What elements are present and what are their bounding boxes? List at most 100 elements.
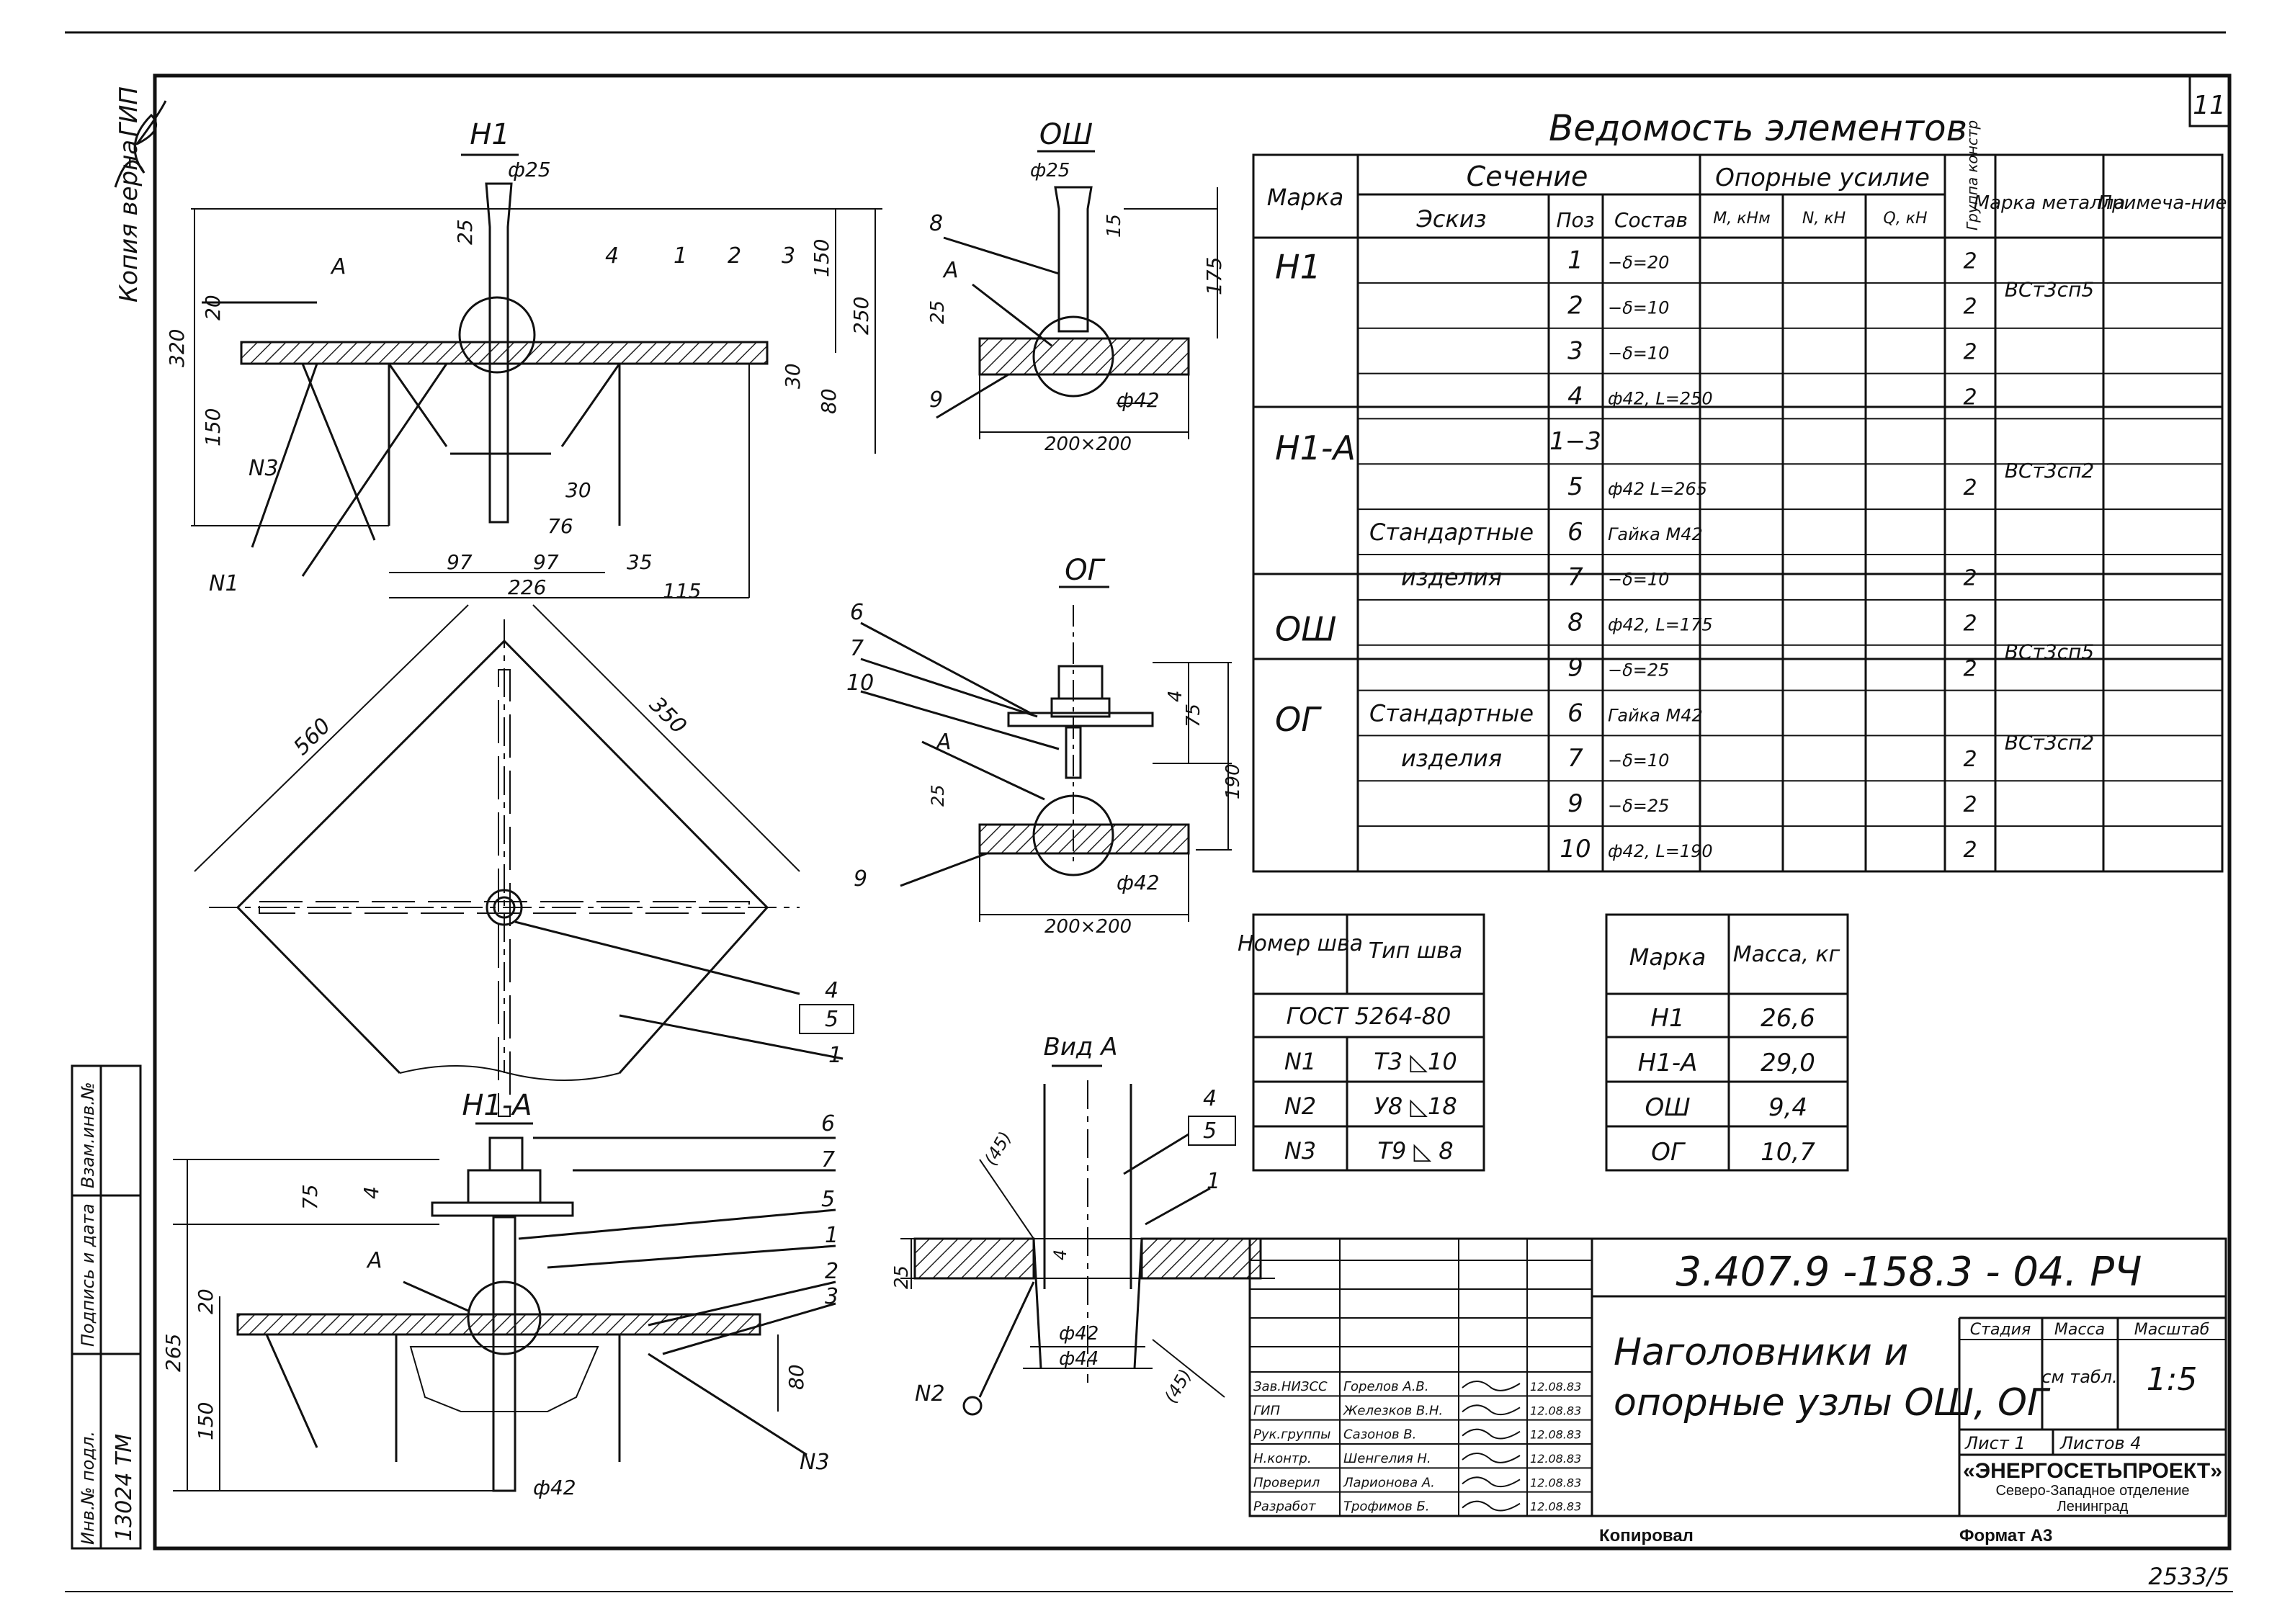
mass-marka: Н1 [1650,1004,1684,1033]
mass-value: 9,4 [1768,1093,1807,1122]
osh-dim-d42: ф42 [1117,388,1160,412]
cell-gruppa: 2 [1963,249,1977,274]
cell-poz: 7 [1567,744,1583,773]
tb-massa: Масса [2054,1321,2105,1339]
signer-date: 12.08.83 [1530,1380,1581,1394]
osh-title: ОШ [1039,118,1093,151]
cell-gruppa: 2 [1963,747,1977,772]
mass-marka: ОГ [1651,1138,1686,1167]
cell-marka-metalla: ВСт3сп2 [2005,730,2094,754]
mass-value: 29,0 [1761,1049,1815,1077]
th-eskiz: Эскиз [1415,205,1486,233]
osh-dim-25: 25 [927,300,949,324]
h1-dim-150-left: 150 [201,408,225,447]
h1a-label-a: А [366,1248,383,1273]
mass-marka: Н1-А [1638,1049,1698,1077]
title-block-rowlines [1250,1260,1592,1493]
cell-gruppa: 2 [1963,656,1977,681]
view-h1 [191,153,882,598]
signer-name: Трофимов Б. [1343,1499,1430,1515]
h1a-dim-4: 4 [359,1186,383,1199]
vid-a-label-4: 4 [1203,1086,1217,1111]
h1-dim-d25: ф25 [508,158,551,181]
plan-label-4: 4 [825,978,838,1003]
plan-label-5: 5 [825,1007,838,1032]
og-dim-25: 25 [928,784,948,807]
tb-scale: 1:5 [2147,1361,2198,1398]
h1-dim-76: 76 [547,514,573,538]
view-vid-a [900,1064,1275,1416]
signer-date: 12.08.83 [1530,1500,1581,1514]
gip-label: ГИП [115,86,143,137]
mass-th-marka: Марка [1629,943,1706,971]
cell-poz: 9 [1567,789,1583,818]
signer-name: Горелов А.В. [1343,1379,1429,1394]
og-dim-200: 200×200 [1044,916,1132,938]
cell-poz: 9 [1567,653,1583,682]
h1-dim-25: 25 [453,219,477,245]
cell-sostav: Гайка М42 [1608,705,1703,725]
og-dim-190: 190 [1222,763,1244,799]
title-line1: Наголовники и [1614,1331,1908,1374]
signer-name: Ларионова А. [1343,1475,1435,1490]
cell-poz: 3 [1567,336,1583,365]
th-poz: Поз [1556,208,1594,232]
cell-sostav: −δ=10 [1608,343,1669,363]
tb-masshtab: Масштаб [2134,1321,2210,1339]
signer-date: 12.08.83 [1530,1404,1581,1417]
vid-a-dim-45b: (45) [1160,1365,1196,1407]
h1-dim-150-right: 150 [810,239,833,277]
h1a-dim-75: 75 [298,1184,322,1210]
osh-dim-200: 200×200 [1044,434,1132,455]
og-title: ОГ [1065,554,1105,587]
weld-table-grid [1252,913,1485,1172]
elements-table-grid [1252,153,2224,873]
cell-gruppa: 2 [1963,385,1977,410]
h1a-label-1: 1 [825,1223,838,1248]
elements-table-title: Ведомость элементов [1549,107,1967,149]
h1-dim-320: 320 [165,329,189,367]
cell-poz: 5 [1567,472,1583,501]
osh-dim-175: 175 [1202,257,1226,295]
cell-marka: ОШ [1275,609,1336,648]
cell-poz: 10 [1560,835,1591,863]
signer-role: Зав.НИЗСС [1253,1379,1328,1394]
h1a-label-7: 7 [821,1147,835,1172]
h1-label-1: 1 [674,243,687,269]
th-marka: Марка [1267,184,1343,211]
signature-mark [114,100,167,188]
weld-type: Т9 ◺ 8 [1377,1137,1453,1165]
cell-gruppa: 2 [1963,566,1977,591]
signer-role: Рук.группы [1253,1427,1330,1443]
vid-a-dim-25: 25 [891,1265,913,1289]
cell-poz: 6 [1567,699,1583,727]
cell-sostav: ф42, L=175 [1608,615,1713,635]
tb-massa-val: см табл. [2041,1367,2117,1387]
cell-eskiz: изделия [1401,564,1502,591]
osh-label-8: 8 [929,211,943,236]
h1-dim-35: 35 [627,550,653,574]
plan-leader-box [799,1004,854,1034]
h1-label-3: 3 [782,243,795,269]
signer-signature [1462,1476,1521,1488]
h1-title: Н1 [470,118,510,151]
sign-date-label: Подпись и дата [78,1203,98,1347]
osh-dim-d25: ф25 [1030,160,1070,181]
og-label-a: А [935,730,952,755]
h1-dim-30a: 30 [781,363,805,389]
signer-date: 12.08.83 [1530,1428,1581,1442]
view-osh [936,150,1218,439]
inv-number: 13024 ТМ [112,1434,137,1541]
vid-a-title: Вид А [1044,1033,1118,1062]
osh-dim-15: 15 [1104,214,1125,238]
mass-value: 10,7 [1761,1138,1815,1167]
signer-signature [1462,1404,1521,1416]
cell-eskiz: изделия [1401,745,1502,772]
view-og [860,586,1232,922]
cell-poz: 1−3 [1549,427,1601,456]
cell-sostav: −δ=10 [1608,750,1669,771]
h1-label-n3: N3 [249,456,279,481]
sheet-frame [65,31,2233,1592]
signer-role: Проверил [1253,1475,1320,1490]
